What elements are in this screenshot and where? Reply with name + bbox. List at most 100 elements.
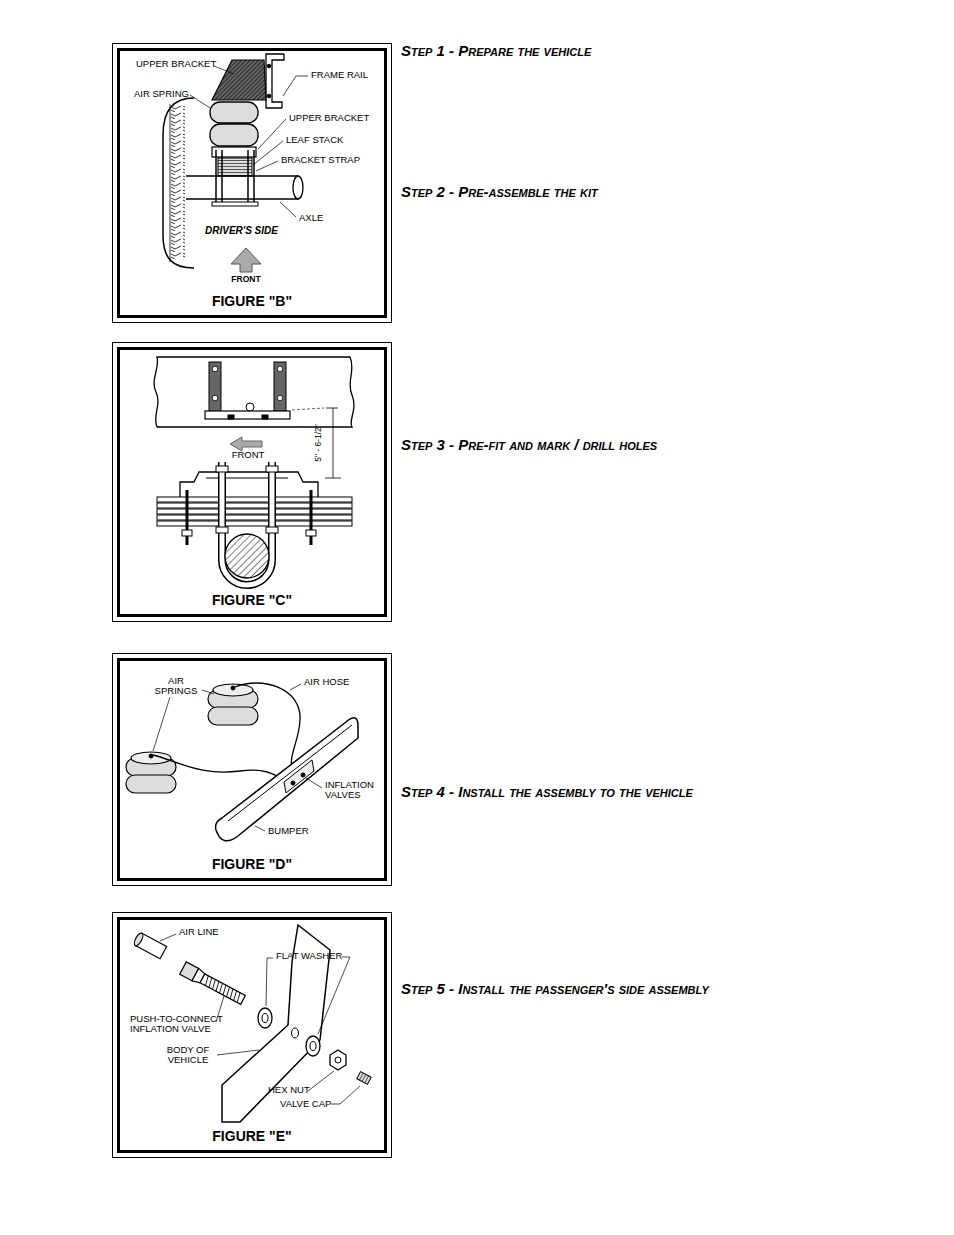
- leader-line: [258, 119, 286, 149]
- flat-washer: [258, 1008, 272, 1028]
- body-hole: [292, 1028, 299, 1038]
- step-heading: Step 1 - Prepare the vehicle: [401, 43, 591, 59]
- spring-bracket: [180, 472, 318, 497]
- front-arrow: [231, 248, 261, 272]
- part-label: INFLATION VALVES: [325, 780, 387, 800]
- air-spring-top: [213, 684, 253, 696]
- rail-bolt: [267, 94, 271, 98]
- leader-line: [202, 690, 214, 694]
- part-label: AIR SPRINGS: [150, 676, 202, 696]
- frame-inner-border: [117, 917, 387, 1153]
- front-arrow: [230, 437, 262, 451]
- lower-bracket: [212, 147, 256, 157]
- leader-line: [331, 1086, 360, 1104]
- frame-rail: [266, 54, 284, 108]
- bolt: [246, 403, 254, 411]
- leader-line: [283, 76, 308, 96]
- direction-label: FRONT: [232, 450, 265, 460]
- air-line: [133, 932, 145, 947]
- bumper-edge: [228, 725, 352, 821]
- washer-hole: [262, 1014, 268, 1023]
- part-label: UPPER BRACKET: [289, 113, 369, 123]
- bracket-plate: [209, 362, 221, 414]
- inflation-valve: [204, 976, 242, 1003]
- inflation-valve: [180, 962, 247, 1006]
- washer-hole: [310, 1042, 316, 1051]
- part-label: AIR SPRING: [134, 89, 189, 99]
- step-heading: Step 3 - Pre-fit and mark / drill holes: [401, 437, 657, 453]
- bumper-slot: [284, 760, 314, 793]
- figure-frame: FIGURE "D": [112, 653, 392, 886]
- axle-end: [293, 176, 303, 199]
- leader-line: [217, 1050, 259, 1055]
- part-label: PUSH-TO-CONNECT INFLATION VALVE: [130, 1014, 230, 1034]
- hole: [212, 395, 218, 401]
- u-bolt: [221, 150, 223, 206]
- nut-hole: [335, 1057, 341, 1063]
- figure-d-art: [126, 683, 358, 841]
- part-label: FLAT WASHER: [276, 951, 342, 961]
- valve-cap: [357, 1072, 371, 1085]
- part-label: HEX NUT: [268, 1085, 310, 1095]
- leader-line: [255, 826, 265, 831]
- leader-line: [266, 958, 273, 1006]
- nut: [216, 466, 228, 472]
- part-label: AXLE: [299, 213, 323, 223]
- figure-caption: FIGURE "D": [113, 856, 391, 872]
- leader-line: [306, 778, 322, 788]
- step-heading: Step 4 - Install the assembly to the veh…: [401, 784, 693, 800]
- leader-line: [253, 141, 283, 165]
- leader-line: [318, 957, 350, 1034]
- frame-inner-border: [117, 347, 387, 617]
- figure-c-art: [154, 357, 354, 585]
- part-label: AIR LINE: [179, 927, 219, 937]
- hole: [212, 366, 218, 372]
- nut: [306, 530, 316, 536]
- step-heading: Step 5 - Install the passenger's side as…: [401, 981, 709, 997]
- dimension-extension: [292, 408, 324, 410]
- air-hose: [153, 755, 289, 783]
- step-heading: Step 2 - Pre-assemble the kit: [401, 184, 598, 200]
- side-label: DRIVER'S SIDE: [205, 226, 278, 237]
- leader-line: [290, 684, 301, 690]
- flat-washer: [306, 1036, 320, 1056]
- leaf-stack: [218, 158, 252, 176]
- part-label: VALVE CAP: [280, 1099, 331, 1109]
- air-spring: [126, 775, 176, 793]
- axle: [186, 176, 298, 199]
- leader-line: [153, 697, 170, 751]
- air-spring: [210, 102, 258, 123]
- axle-section: [225, 534, 269, 578]
- part-label: UPPER BRACKET: [136, 59, 216, 69]
- leader-line: [214, 66, 234, 74]
- air-spring: [210, 124, 258, 146]
- part-label: FRAME RAIL: [311, 70, 368, 80]
- tire-edge: [170, 104, 171, 262]
- bracket-base: [205, 411, 290, 419]
- nut: [266, 527, 278, 533]
- hex-nut: [330, 1050, 346, 1070]
- nut: [228, 415, 234, 419]
- fitting: [149, 754, 153, 758]
- leader-line: [256, 161, 278, 171]
- bracket-plate: [274, 362, 286, 414]
- leader-line: [280, 202, 296, 217]
- u-bolt: [215, 150, 217, 206]
- nut: [266, 466, 278, 472]
- air-hose: [235, 683, 300, 776]
- inflation-valve: [291, 781, 295, 785]
- nut: [262, 415, 268, 419]
- fitting: [231, 686, 235, 690]
- air-spring: [208, 707, 258, 725]
- upper-bracket: [212, 60, 266, 100]
- part-label: BODY OF VEHICLE: [160, 1045, 216, 1065]
- figure-frame: FIGURE "C": [112, 342, 392, 622]
- nut: [216, 527, 228, 533]
- u-bolt: [222, 462, 272, 585]
- figure-frame: FIGURE "E": [112, 912, 392, 1158]
- part-label: AIR HOSE: [304, 677, 349, 687]
- part-label: LEAF STACK: [286, 135, 343, 145]
- part-label: BUMPER: [268, 826, 309, 836]
- u-bolt: [253, 150, 255, 206]
